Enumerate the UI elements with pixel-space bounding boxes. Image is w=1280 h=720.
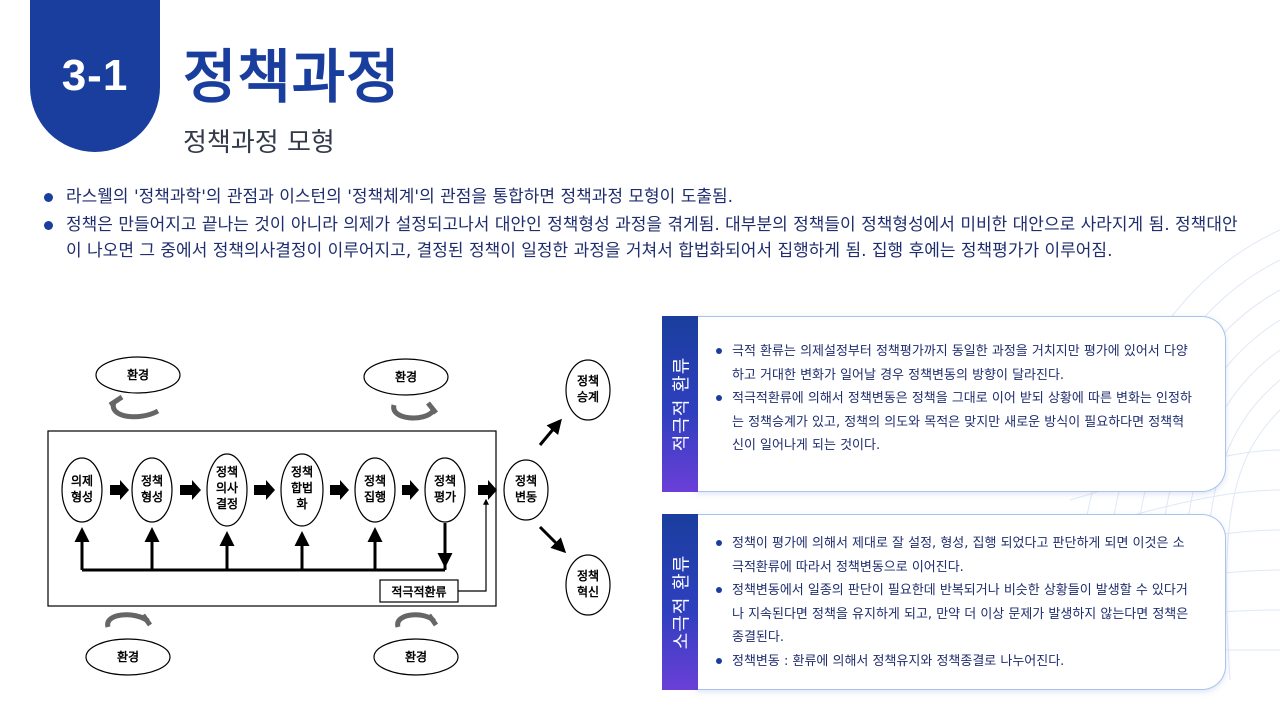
process-frame bbox=[47, 430, 497, 607]
svg-text:정책: 정책 bbox=[291, 464, 313, 479]
intro-item: 정책은 만들어지고 끝나는 것이 아니라 의제가 설정되고나서 대안인 정책형성… bbox=[42, 212, 1242, 264]
panel-item: 정책변동 : 환류에 의해서 정책유지와 정책종결로 나누어진다. bbox=[714, 650, 1196, 674]
panel-list: 극적 환류는 의제설정부터 정책평가까지 동일한 과정을 거치지만 평가에 있어… bbox=[714, 340, 1196, 458]
panel-box bbox=[696, 514, 1226, 690]
policy-process-diagram: 환경 환경 환경 환경 의제 형성 bbox=[40, 345, 620, 685]
svg-text:의제: 의제 bbox=[71, 473, 93, 488]
svg-text:적극적환류: 적극적환류 bbox=[391, 584, 446, 599]
svg-text:승계: 승계 bbox=[577, 389, 599, 404]
environment-bottom-right: 환경 bbox=[373, 612, 459, 676]
svg-text:정책: 정책 bbox=[515, 473, 537, 488]
svg-text:환경: 환경 bbox=[405, 649, 427, 664]
negative-feedback-panel: 소극적 환류 정책이 평가에 의해서 제대로 잘 설정, 형성, 집행 되었다고… bbox=[662, 514, 1226, 690]
stage-agenda-setting: 의제 형성 bbox=[61, 457, 103, 523]
positive-feedback-box: 적극적환류 bbox=[379, 579, 459, 603]
environment-bottom-left: 환경 bbox=[85, 612, 171, 676]
policy-change-node: 정책 변동 bbox=[503, 459, 549, 521]
stage-legitimation: 정책 합법 화 bbox=[280, 453, 324, 527]
panel-box bbox=[696, 316, 1226, 492]
panel-tab-label: 적극적 환류 bbox=[671, 356, 692, 452]
svg-text:정책: 정책 bbox=[434, 473, 456, 488]
stage-policy-formation: 정책 형성 bbox=[131, 457, 173, 523]
svg-text:정책: 정책 bbox=[216, 464, 238, 479]
arrow-to-succession bbox=[538, 418, 562, 446]
panel-tab-label: 소극적 환류 bbox=[671, 554, 692, 650]
stage-arrows bbox=[110, 480, 497, 500]
svg-text:환경: 환경 bbox=[395, 369, 417, 384]
svg-text:집행: 집행 bbox=[364, 489, 386, 504]
svg-text:형성: 형성 bbox=[141, 489, 163, 504]
page-title: 정책과정 bbox=[183, 43, 401, 111]
panel-tab: 소극적 환류 bbox=[662, 514, 698, 690]
svg-text:정책: 정책 bbox=[364, 473, 386, 488]
panel-item: 적극적환류에 의해서 정책변동은 정책을 그대로 이어 받되 상황에 따른 변화… bbox=[714, 387, 1196, 458]
panel-item: 극적 환류는 의제설정부터 정책평가까지 동일한 과정을 거치지만 평가에 있어… bbox=[714, 340, 1196, 387]
svg-text:정책: 정책 bbox=[577, 373, 599, 388]
section-number-badge: 3-1 bbox=[30, 0, 160, 152]
intro-list: 라스웰의 '정책과학'의 관점과 이스턴의 '정책체계'의 관점을 통합하면 정… bbox=[42, 184, 1242, 266]
stage-implementation: 정책 집행 bbox=[354, 457, 396, 523]
svg-text:화: 화 bbox=[296, 496, 307, 511]
page-subtitle: 정책과정 모형 bbox=[183, 128, 335, 158]
environment-top-right: 환경 bbox=[363, 358, 449, 421]
positive-feedback-panel: 적극적 환류 극적 환류는 의제설정부터 정책평가까지 동일한 과정을 거치지만… bbox=[662, 316, 1226, 492]
svg-text:정책: 정책 bbox=[577, 568, 599, 583]
svg-text:환경: 환경 bbox=[117, 649, 139, 664]
arrow-to-innovation bbox=[538, 525, 567, 554]
svg-text:의사: 의사 bbox=[216, 480, 238, 495]
svg-text:환경: 환경 bbox=[127, 367, 149, 382]
panel-item: 정책변동에서 일종의 판단이 필요한데 반복되거나 비슷한 상황들이 발생할 수… bbox=[714, 579, 1196, 650]
section-number: 3-1 bbox=[61, 51, 129, 100]
svg-text:혁신: 혁신 bbox=[577, 584, 599, 599]
panel-tab: 적극적 환류 bbox=[662, 316, 698, 492]
feedback-loop-lines bbox=[74, 523, 447, 572]
environment-top-left: 환경 bbox=[95, 356, 181, 420]
positive-feedback-line bbox=[458, 498, 489, 592]
panel-item: 정책이 평가에 의해서 제대로 잘 설정, 형성, 집행 되었다고 판단하게 되… bbox=[714, 532, 1196, 579]
panel-list: 정책이 평가에 의해서 제대로 잘 설정, 형성, 집행 되었다고 판단하게 되… bbox=[714, 532, 1196, 673]
svg-text:형성: 형성 bbox=[71, 489, 93, 504]
svg-text:결정: 결정 bbox=[216, 496, 238, 511]
svg-text:변동: 변동 bbox=[515, 489, 537, 504]
policy-process-svg: 환경 환경 환경 환경 의제 형성 bbox=[47, 356, 611, 676]
intro-item: 라스웰의 '정책과학'의 관점과 이스턴의 '정책체계'의 관점을 통합하면 정… bbox=[42, 184, 1242, 210]
svg-text:정책: 정책 bbox=[141, 473, 163, 488]
svg-text:합법: 합법 bbox=[291, 480, 313, 495]
svg-text:평가: 평가 bbox=[434, 489, 456, 504]
policy-succession-node: 정책 승계 bbox=[565, 359, 611, 421]
stage-evaluation: 정책 평가 bbox=[424, 457, 466, 523]
policy-innovation-node: 정책 혁신 bbox=[565, 554, 611, 616]
stage-decision-making: 정책 의사 결정 bbox=[206, 453, 248, 527]
